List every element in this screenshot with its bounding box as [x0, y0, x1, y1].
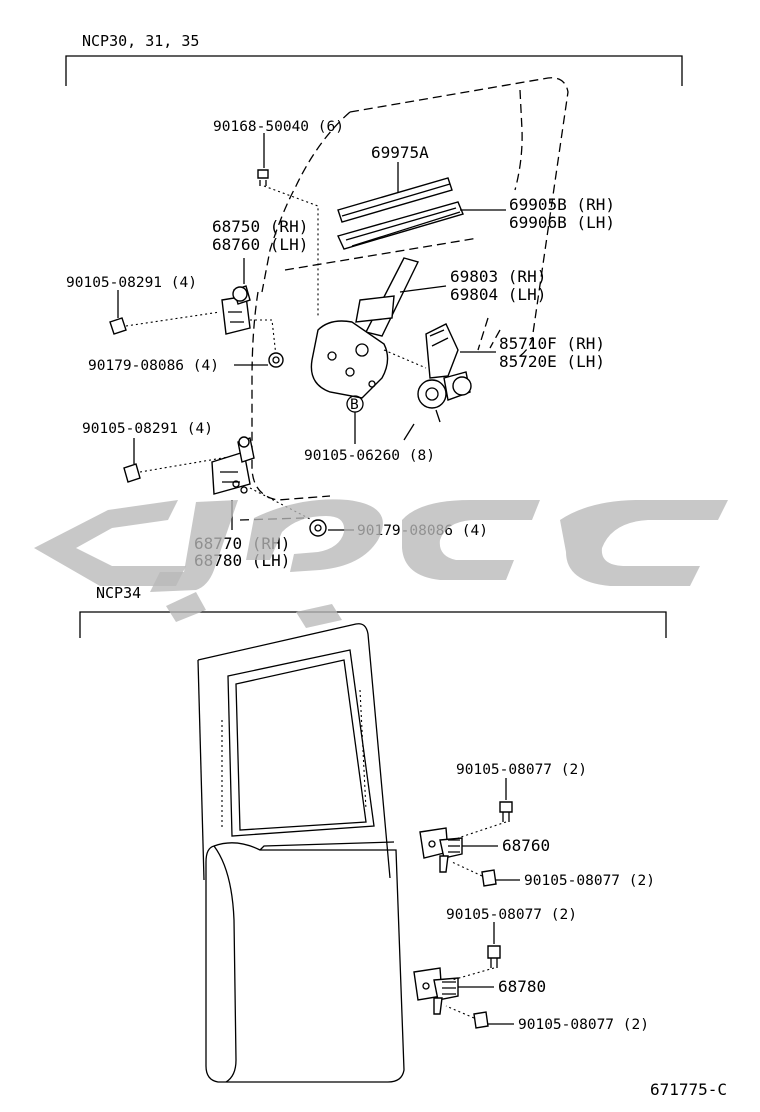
reference-marker-label: B — [350, 397, 359, 413]
nut-90179-08086-upper[interactable] — [268, 352, 284, 368]
run-channel-69905B[interactable] — [337, 201, 464, 250]
label-90105-06260[interactable]: 90105-06260 (8) — [304, 448, 435, 464]
section-header-ncp30: NCP30, 31, 35 — [82, 32, 199, 50]
label-68780[interactable]: 68780 — [498, 977, 546, 996]
bolt-90105-08077-c[interactable] — [451, 945, 501, 981]
bolt-90105-08077-d[interactable] — [445, 1005, 489, 1029]
bolt-90105-08077-b[interactable] — [451, 861, 497, 887]
label-90179-08086-upper[interactable]: 90179-08086 (4) — [88, 358, 219, 374]
bolt-90105-08291-lower[interactable] — [123, 455, 235, 483]
door-hinge-68760[interactable] — [419, 827, 463, 873]
leader-90105-06260-motor — [403, 423, 415, 441]
run-channel-69975A[interactable] — [337, 177, 453, 223]
section-bracket-upper — [65, 55, 683, 86]
lower-door-panel — [197, 623, 405, 1083]
label-69906B[interactable]: 69906B (LH) — [509, 213, 615, 232]
bolt-90168-50040[interactable] — [257, 169, 319, 318]
label-90105-08077-d[interactable]: 90105-08077 (2) — [518, 1017, 649, 1033]
label-90105-08291-upper[interactable]: 90105-08291 (4) — [66, 275, 197, 291]
label-90168-50040[interactable]: 90168-50040 (6) — [213, 119, 344, 135]
label-68760[interactable]: 68760 — [502, 836, 550, 855]
bolt-90105-08077-a[interactable] — [457, 801, 513, 839]
nut-90179-08086-lower[interactable] — [309, 519, 327, 537]
label-90105-08077-c[interactable]: 90105-08077 (2) — [446, 907, 577, 923]
watermark-logo — [34, 499, 728, 628]
label-69804[interactable]: 69804 (LH) — [450, 285, 546, 304]
label-68750[interactable]: 68750 (RH) — [212, 217, 308, 236]
label-68760-lh[interactable]: 68760 (LH) — [212, 235, 308, 254]
door-hinge-68750[interactable] — [221, 285, 277, 357]
section-bracket-lower — [79, 611, 667, 638]
label-90105-08077-b[interactable]: 90105-08077 (2) — [524, 873, 655, 889]
label-69803[interactable]: 69803 (RH) — [450, 267, 546, 286]
door-hinge-68770[interactable] — [211, 436, 313, 521]
door-hinge-68780[interactable] — [413, 967, 459, 1015]
label-69905B[interactable]: 69905B (RH) — [509, 195, 615, 214]
label-69975A[interactable]: 69975A — [371, 143, 429, 162]
label-90105-08077-a[interactable]: 90105-08077 (2) — [456, 762, 587, 778]
label-90105-08291-lower[interactable]: 90105-08291 (4) — [82, 421, 213, 437]
power-window-motor-85710F[interactable] — [417, 323, 472, 423]
bolt-90105-08291-upper[interactable] — [109, 311, 221, 335]
section-header-ncp34: NCP34 — [96, 584, 141, 602]
label-85710F[interactable]: 85710F (RH) — [499, 334, 605, 353]
leader-69803 — [399, 285, 447, 293]
window-regulator-69803[interactable] — [310, 257, 427, 399]
label-85720E[interactable]: 85720E (LH) — [499, 352, 605, 371]
diagram-code: 671775-C — [650, 1080, 727, 1099]
